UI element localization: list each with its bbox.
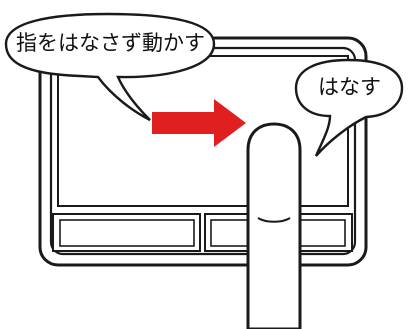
speech-bubble-right-icon: [294, 58, 404, 157]
bubble-text-release: はなす: [318, 75, 381, 99]
right-arrow-icon: [152, 99, 246, 147]
finger-icon: [246, 122, 302, 329]
finger-crease: [257, 217, 291, 223]
left-click-button-inner: [59, 219, 195, 247]
speech-bubble-left-icon: [4, 12, 216, 122]
bubble-text-move: 指をはなさず動かす: [16, 31, 205, 55]
